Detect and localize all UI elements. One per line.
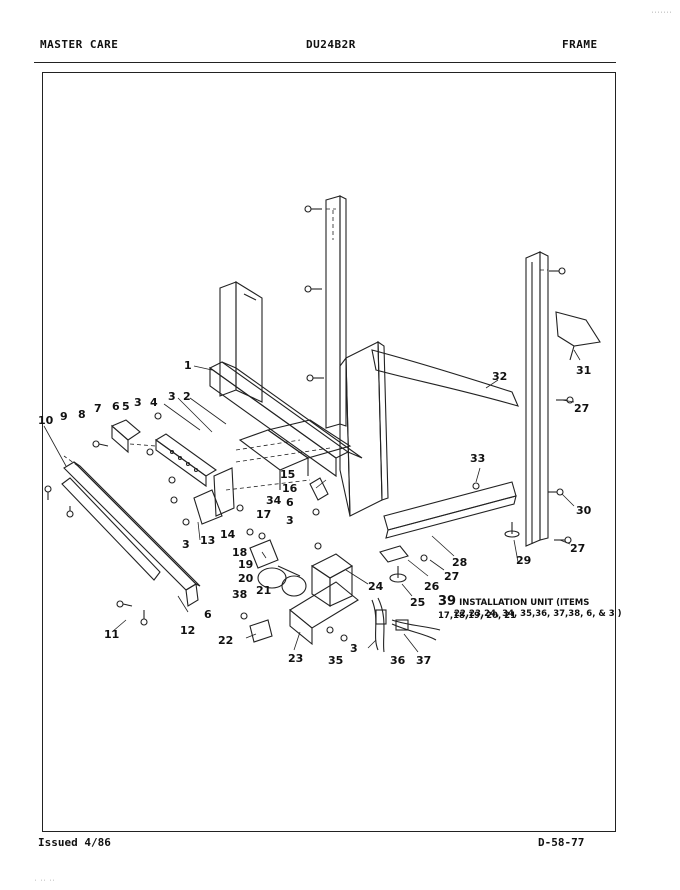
callout-3: 3: [168, 390, 176, 403]
callout-18: 18: [232, 546, 247, 559]
callout-3: 3: [286, 514, 294, 527]
callout-25: 25: [410, 596, 425, 609]
callout-7: 7: [94, 402, 102, 415]
corner-mark: ·······: [650, 10, 672, 16]
terminal-strip: [155, 433, 217, 488]
center-rail: [325, 195, 347, 429]
callout-16: 16: [282, 482, 298, 495]
callout-15: 15: [280, 468, 295, 481]
callout-36: 36: [390, 654, 406, 667]
toe-panel: [63, 461, 201, 607]
callout-14: 14: [220, 528, 236, 541]
callout-3: 3: [350, 642, 358, 655]
solenoid-bracket: [249, 539, 279, 569]
callout-11: 11: [104, 628, 119, 641]
callout-34: 34: [266, 494, 282, 507]
callout-6: 6: [112, 400, 120, 413]
alignment-lines: [63, 208, 548, 491]
page-code: D-58-77: [538, 836, 585, 849]
callout-3: 3: [134, 396, 142, 409]
callout-27: 27: [574, 402, 589, 415]
right-upright-rail: [525, 251, 549, 547]
screws: [44, 205, 574, 642]
wire-harness: [371, 597, 441, 653]
note-line-1: INSTALLATION UNIT (ITEMS 17,18,19, 20, 2…: [438, 598, 590, 621]
callout-33: 33: [470, 452, 485, 465]
bottom-mark: · ·· ··: [34, 878, 56, 884]
issue-date: Issued 4/86: [38, 836, 111, 849]
callout-10: 10: [38, 414, 54, 427]
callout-38: 38: [232, 588, 247, 601]
callout-27: 27: [444, 570, 459, 583]
cross-brace: [371, 349, 519, 407]
valve-bracket: [289, 581, 359, 646]
lower-strip: [61, 477, 161, 581]
solenoid-assembly: [257, 565, 307, 597]
callout-8: 8: [78, 408, 86, 421]
note-line-2: 22,23,24, 34, 35,36, 37,38, 6, & 3 ): [454, 609, 622, 619]
callout-5: 5: [122, 400, 130, 413]
leveling-leg: [389, 566, 407, 583]
main-frame-rail: [208, 361, 363, 478]
callout-6: 6: [286, 496, 294, 509]
header-rule: [34, 62, 616, 63]
header-model: DU24B2R: [306, 38, 356, 51]
installation-note: 39 INSTALLATION UNIT (ITEMS 17,18,19, 20…: [438, 595, 614, 623]
callout-26: 26: [424, 580, 440, 593]
callout-27: 27: [570, 542, 585, 555]
leveling-bracket: [379, 545, 409, 563]
callout-30: 30: [576, 504, 592, 517]
header-brand: MASTER CARE: [40, 38, 119, 51]
callout-32: 32: [492, 370, 507, 383]
callout-3: 3: [182, 538, 190, 551]
callout-2: 2: [183, 390, 191, 403]
callout-22: 22: [218, 634, 233, 647]
diagram-frame: [42, 72, 616, 832]
callout-37: 37: [416, 654, 431, 667]
leader-lines: [43, 349, 581, 653]
callout-23: 23: [288, 652, 303, 665]
callout-9: 9: [60, 410, 68, 423]
callout-24: 24: [368, 580, 384, 593]
callout-21: 21: [256, 584, 271, 597]
side-panel: [339, 340, 389, 517]
callout-4: 4: [150, 396, 158, 409]
rail-foot: [504, 522, 520, 538]
corner-bracket: [555, 311, 601, 361]
callout-19: 19: [238, 558, 253, 571]
note-number: 39: [438, 594, 457, 609]
cover-plate: [213, 467, 235, 517]
callout-28: 28: [452, 556, 467, 569]
valve-housing: [310, 553, 354, 608]
header-section: FRAME: [562, 38, 598, 51]
mounting-plate: [249, 619, 273, 643]
latch-clip: [309, 477, 329, 501]
callout-17: 17: [256, 508, 271, 521]
callout-35: 35: [328, 654, 343, 667]
base-rail: [383, 481, 517, 539]
callout-31: 31: [576, 364, 591, 377]
callout-13: 13: [200, 534, 215, 547]
mounting-bracket: [193, 489, 223, 525]
callout-6: 6: [204, 608, 212, 621]
callout-20: 20: [238, 572, 254, 585]
callout-1: 1: [184, 359, 192, 372]
base-chassis: [238, 419, 352, 490]
switch-assembly: [110, 419, 141, 454]
callout-12: 12: [180, 624, 195, 637]
left-upright-bracket: [219, 281, 263, 403]
callout-29: 29: [516, 554, 531, 567]
